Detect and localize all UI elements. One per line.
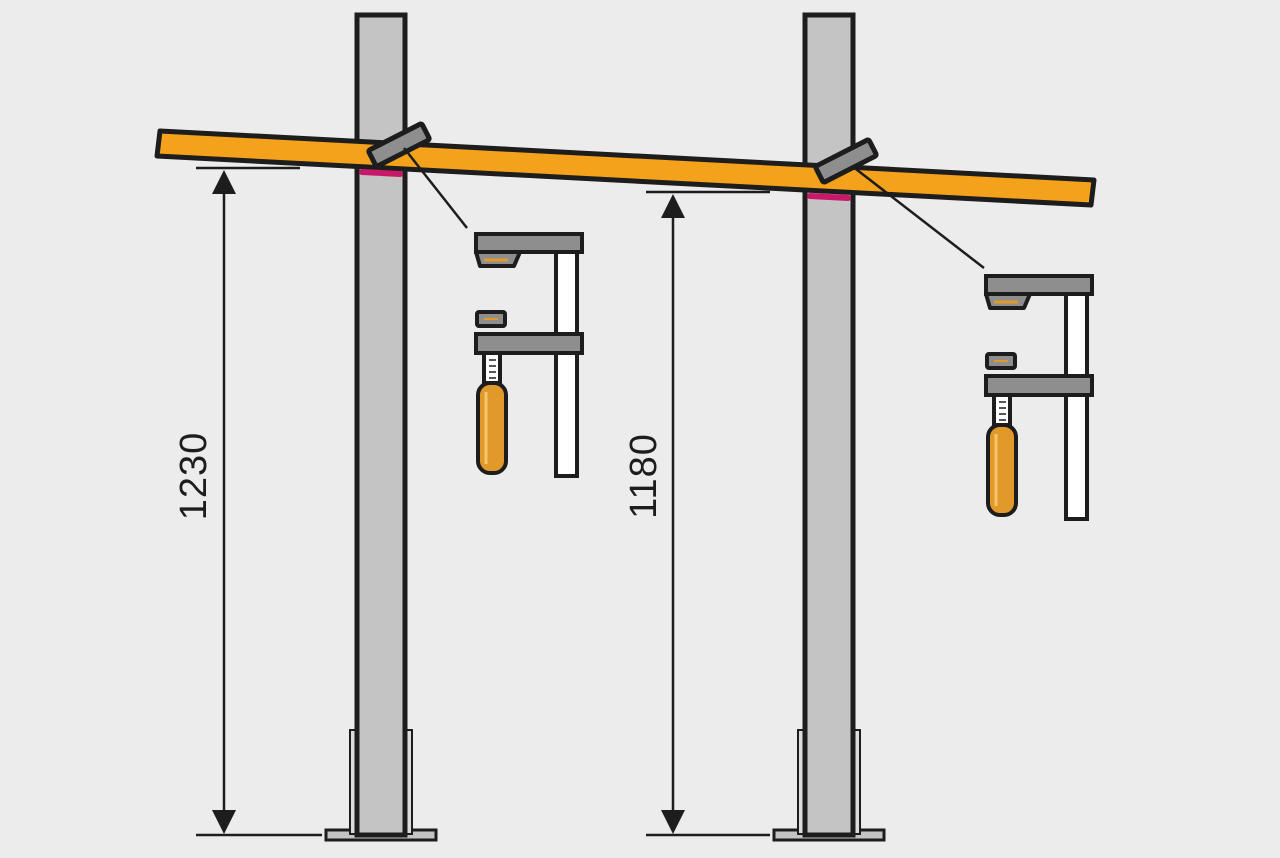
right-height-mark [807,193,851,201]
left-height-mark [359,169,403,177]
right-leader-line [851,165,985,269]
left-dim-arrow-bottom [212,810,236,834]
right-post-shaft [802,12,856,838]
right-detail-clamp [984,274,1094,521]
left-leader-line [403,147,468,229]
left-dim-arrow-top [212,170,236,194]
left-dimension [196,166,322,837]
left-detail-clamp [474,232,584,478]
right-post [772,12,886,842]
right-dimension [646,190,770,837]
left-board-clamp [366,121,432,169]
left-height-label: 1230 [173,431,215,521]
right-board-clamp [813,137,879,185]
right-dim-arrow-bottom [661,810,685,834]
right-height-label: 1180 [623,433,665,519]
right-dim-arrow-top [661,194,685,218]
